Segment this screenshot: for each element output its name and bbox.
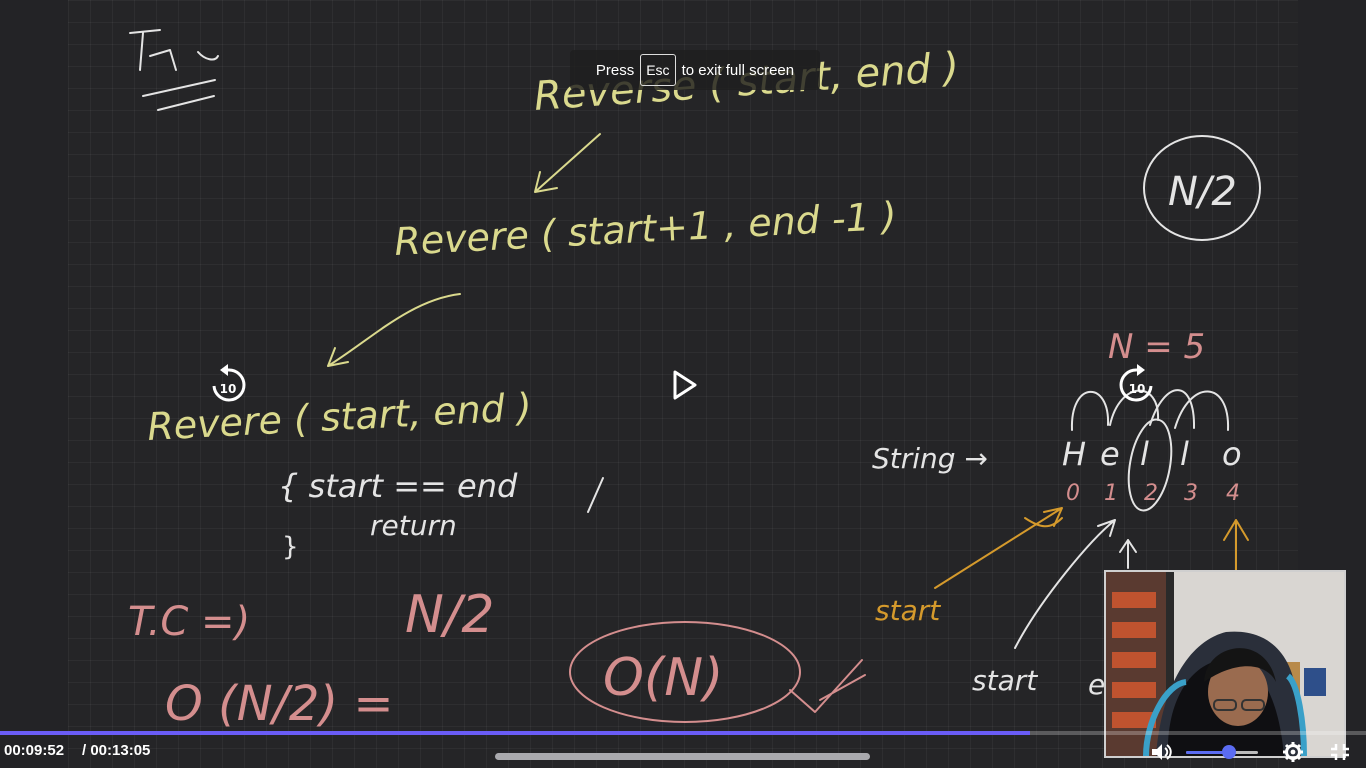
presenter-image: [1106, 572, 1344, 756]
wb-start-label-2: start: [972, 664, 1038, 697]
wb-string-label: String →: [872, 442, 988, 475]
gear-icon: [1283, 742, 1303, 762]
wb-index: 0: [1066, 481, 1080, 506]
left-margin: [0, 0, 68, 768]
rewind-seconds: 10: [220, 382, 237, 396]
wb-letter: o: [1222, 435, 1242, 473]
wb-reverse-3: Revere ( start, end ): [146, 385, 533, 449]
progress-bar[interactable]: [0, 731, 1366, 735]
forward-seconds: 10: [1129, 382, 1146, 396]
wb-start-label-1: start: [875, 594, 941, 627]
wb-big-o-half: O (N/2) =: [165, 676, 394, 732]
progress-fill: [0, 731, 1030, 735]
wb-close-brace: }: [282, 532, 299, 562]
play-button[interactable]: [668, 368, 700, 407]
wb-end-label: e: [1088, 668, 1105, 701]
wb-n-over-2-bottom: N/2: [405, 585, 495, 645]
wb-n-eq: N = 5: [1108, 327, 1205, 367]
wb-index: 1: [1104, 481, 1118, 506]
volume-knob[interactable]: [1222, 745, 1237, 759]
volume-icon: [1152, 744, 1172, 760]
wb-big-o-n: O(N): [603, 648, 723, 708]
play-icon: [673, 370, 697, 400]
wb-tc-top: T C: [120, 59, 122, 61]
webcam-overlay: [1104, 570, 1346, 758]
exit-fullscreen-button[interactable]: [1330, 743, 1350, 766]
forward-10-button[interactable]: 10: [1116, 362, 1158, 411]
wb-tc-bottom: T.C =): [128, 599, 250, 645]
wb-letter: l: [1140, 435, 1149, 473]
rewind-10-button[interactable]: 10: [207, 362, 249, 411]
wb-reverse-2: Revere ( start+1 , end -1 ): [393, 194, 897, 264]
fullscreen-toast: Press Esc to exit full screen: [570, 50, 820, 90]
toast-prefix: Press: [595, 61, 635, 79]
current-time: 00:09:52: [4, 742, 65, 759]
volume-fill: [1186, 751, 1230, 754]
total-duration: / 00:13:05: [82, 742, 151, 759]
wb-letter: H: [1062, 435, 1086, 473]
rewind-10-icon: 10: [212, 364, 246, 402]
horizontal-scrollbar[interactable]: [495, 753, 870, 760]
volume-button[interactable]: [1150, 742, 1172, 767]
wb-n-over-2-circle: N/2: [1168, 169, 1237, 215]
wb-letter: l: [1180, 435, 1189, 473]
whiteboard-video-frame[interactable]: [68, 0, 1298, 768]
esc-key: Esc: [640, 54, 676, 86]
settings-button[interactable]: [1282, 741, 1304, 768]
wb-index: 4: [1226, 481, 1240, 506]
toast-suffix: to exit full screen: [681, 61, 795, 79]
exit-fullscreen-icon: [1331, 744, 1349, 760]
wb-index: 3: [1184, 481, 1198, 506]
volume-slider[interactable]: [1186, 751, 1258, 754]
wb-base-return: return: [370, 509, 457, 542]
wb-base-case: { start == end: [278, 467, 518, 505]
forward-10-icon: 10: [1119, 364, 1153, 402]
wb-index: 2: [1144, 481, 1158, 506]
wb-letter: e: [1100, 435, 1120, 473]
